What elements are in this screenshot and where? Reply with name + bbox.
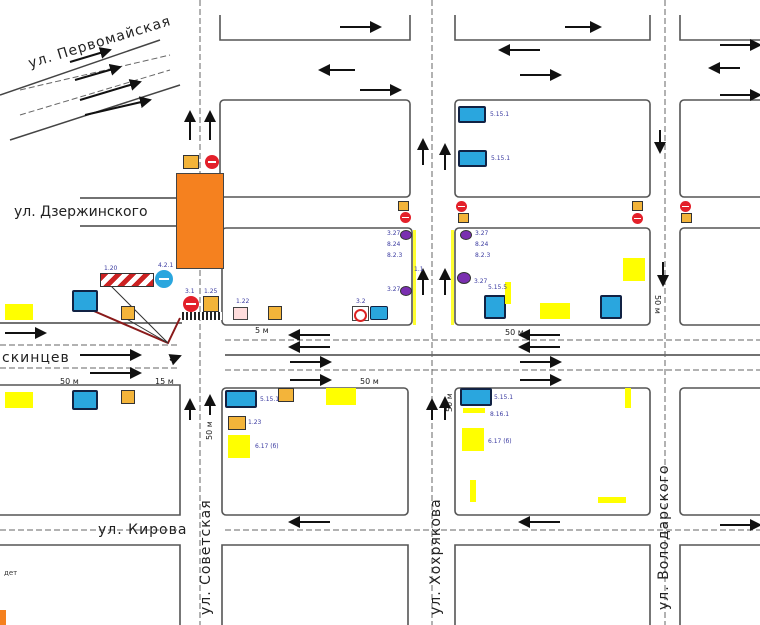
detour-board	[326, 388, 356, 405]
no-vehicles-sign	[352, 306, 369, 322]
lane-end-sign	[484, 295, 506, 319]
sign-code: 6.17 (б)	[488, 438, 512, 445]
street-label-main: скинцев	[2, 350, 70, 366]
no-entry-sign	[680, 201, 691, 212]
sign-code: 3.27	[474, 278, 488, 285]
roadworks-sign	[632, 201, 643, 211]
sign-code: 5.15.1	[490, 111, 510, 118]
sign-code: 8.2.3	[387, 252, 403, 259]
no-stopping-sign	[400, 286, 412, 296]
direction-arrow	[69, 47, 112, 63]
detour-board	[540, 303, 570, 319]
roadworks-sign	[121, 306, 135, 320]
sign-code: 1.1	[414, 266, 424, 273]
distance-label: 50 м	[60, 377, 79, 386]
detour-arrow-board	[625, 388, 631, 408]
detour-arrow-board	[463, 408, 485, 413]
sign-code: 5.15.1	[260, 396, 280, 403]
detour-board	[623, 258, 645, 281]
street-label-kirova: ул. Кирова	[98, 522, 187, 538]
city-blocks	[0, 15, 760, 625]
sign-code: 3.27	[387, 230, 401, 237]
sign-code: 8.24	[475, 241, 489, 248]
construction-zone	[176, 173, 224, 269]
street-label-sovetskaya: ул. Советская	[198, 499, 214, 615]
roadworks-sign	[121, 390, 135, 404]
distance-label: 5 м	[255, 326, 269, 335]
sign-code: 5.15.1	[494, 394, 514, 401]
no-entry-sign	[183, 296, 199, 312]
no-stopping-sign	[460, 230, 472, 240]
no-entry-sign	[205, 155, 219, 169]
lane-end-sign	[600, 295, 622, 319]
lane-direction-sign	[460, 388, 492, 406]
sign-code: 3.1	[185, 288, 195, 295]
detour-arrow-board	[598, 497, 626, 503]
distance-label: 50 м	[505, 328, 524, 337]
crosswalk-barrier	[182, 312, 222, 320]
street-label-volodarskogo: ул. Володарского	[656, 464, 672, 610]
lane-direction-sign	[72, 390, 98, 410]
pass-right-sign	[155, 270, 173, 288]
no-entry-sign	[400, 212, 411, 223]
detour-arrow-board	[470, 480, 476, 502]
no-stopping-sign	[457, 272, 471, 284]
roadworks-sign	[268, 306, 282, 320]
distance-label: 50 м	[653, 295, 662, 314]
lane-direction-sign	[458, 106, 486, 123]
sign-code: 3.27	[475, 230, 489, 237]
distance-label: 50 м	[445, 393, 454, 412]
road-barrier	[100, 273, 154, 287]
sign-code: 1.25	[204, 288, 218, 295]
sign-code: 1.22	[236, 298, 250, 305]
distance-label: 50 м	[360, 377, 379, 386]
sign-code: 8.24	[387, 241, 401, 248]
sign-code: 8.2.3	[475, 252, 491, 259]
direction-arrow	[168, 354, 182, 366]
traffic-direction-arrows	[5, 21, 760, 531]
sign-code: 3.2	[356, 298, 366, 305]
sign-code: 8.16.1	[490, 411, 510, 418]
parking-sign	[370, 306, 388, 320]
detour-board	[462, 428, 484, 451]
roadworks-sign	[398, 201, 409, 211]
misc-text: дет	[4, 569, 17, 577]
sign-code: 1.23	[248, 419, 262, 426]
children-sign	[228, 416, 246, 430]
street-label-dzerzhinskogo: ул. Дзержинского	[14, 204, 148, 220]
street-label-khokhryakova: ул. Хохрякова	[428, 498, 444, 615]
no-entry-sign	[632, 213, 643, 224]
detour-arrow-board	[505, 282, 511, 304]
lane-direction-sign	[225, 390, 257, 408]
lane-direction-sign	[458, 150, 487, 167]
sign-code: 4.2.1	[158, 262, 174, 269]
direction-arrow	[74, 64, 122, 81]
temporary-marking	[413, 230, 416, 325]
no-stopping-sign	[400, 230, 412, 240]
distance-label: 15 м	[155, 377, 174, 386]
roadworks-sign	[681, 213, 692, 223]
direction-arrow	[84, 96, 152, 116]
roadworks-sign	[278, 388, 294, 402]
sign-code: 5.15.5	[488, 284, 508, 291]
no-entry-sign	[456, 201, 467, 212]
sign-code: 3.27	[387, 286, 401, 293]
distance-label: 50 м	[205, 421, 214, 440]
pedestrian-sign	[233, 307, 248, 320]
lane-direction-sign	[72, 290, 98, 312]
legend-marker	[0, 610, 6, 625]
roadworks-sign	[458, 213, 469, 223]
temporary-marking	[451, 230, 454, 325]
direction-arrow	[79, 79, 142, 101]
roadworks-sign	[203, 296, 219, 312]
detour-board	[5, 304, 33, 320]
detour-board	[5, 392, 33, 408]
roadworks-sign	[183, 155, 199, 169]
sign-code: 6.17 (б)	[255, 443, 279, 450]
sign-code: 1.20	[104, 265, 118, 272]
detour-board	[228, 435, 250, 458]
sign-code: 5.15.1	[491, 155, 511, 162]
